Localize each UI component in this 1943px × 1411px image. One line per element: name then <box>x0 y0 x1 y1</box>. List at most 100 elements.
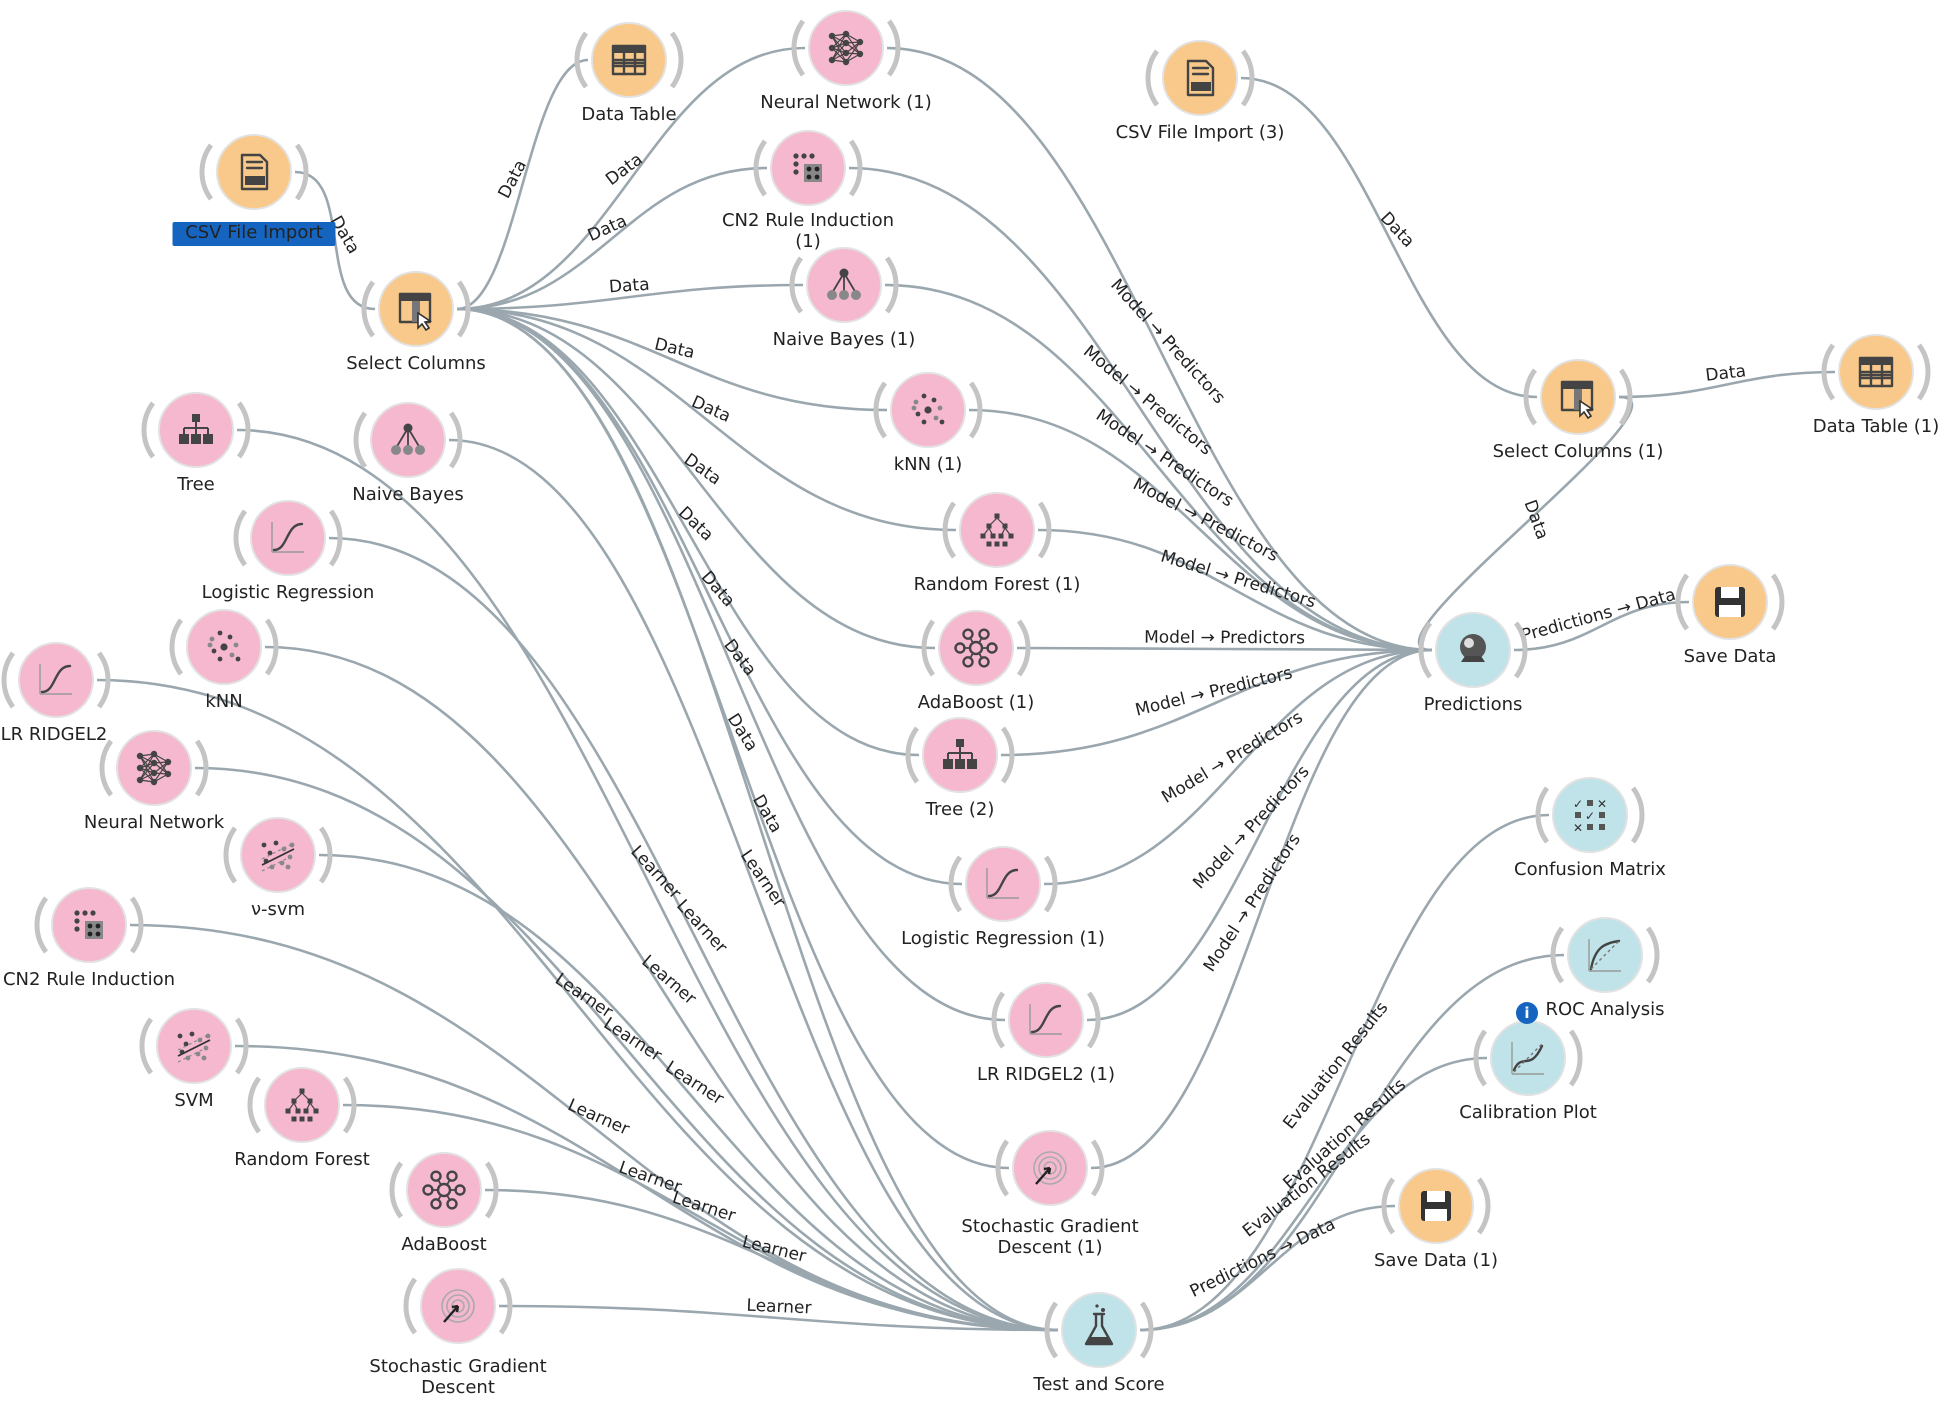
edge-sel1-ada1[interactable] <box>456 307 936 650</box>
output-connector[interactable] <box>448 411 463 469</box>
edge-vsvm-ts[interactable] <box>318 853 1059 1332</box>
edge-ts-cal[interactable] <box>1139 1056 1488 1332</box>
output-connector[interactable] <box>342 1076 357 1134</box>
widget-circle[interactable] <box>1162 40 1238 116</box>
widget-circle[interactable] <box>156 1008 232 1084</box>
edge-rf1-pred[interactable] <box>1037 528 1433 652</box>
edge-lr1-pred[interactable] <box>1043 648 1433 886</box>
input-connector[interactable] <box>389 1161 404 1219</box>
output-connector[interactable] <box>264 618 279 676</box>
output-connector[interactable] <box>1000 726 1015 784</box>
widget-lr[interactable]: Logistic Regression <box>202 500 375 603</box>
input-connector[interactable] <box>1473 1029 1488 1087</box>
input-connector[interactable] <box>223 826 238 884</box>
output-connector[interactable] <box>294 143 309 201</box>
output-connector[interactable] <box>1037 501 1052 559</box>
output-connector[interactable] <box>328 509 343 567</box>
edge-ts-cm[interactable] <box>1139 813 1550 1332</box>
output-connector[interactable] <box>234 1017 249 1075</box>
widget-save2[interactable]: Save Data (1) <box>1374 1168 1498 1271</box>
input-connector[interactable] <box>1381 1177 1396 1235</box>
output-connector[interactable] <box>669 31 684 89</box>
edge-sel1-nb1[interactable] <box>456 283 804 311</box>
widget-circle[interactable] <box>216 134 292 210</box>
output-connector[interactable] <box>484 1161 499 1219</box>
widget-tree[interactable]: Tree <box>141 392 251 495</box>
edge-sgd-ts[interactable] <box>498 1304 1059 1332</box>
widget-nb1[interactable]: Naive Bayes (1) <box>773 247 916 350</box>
widget-rf1[interactable]: Random Forest (1) <box>914 492 1081 595</box>
output-connector[interactable] <box>1916 343 1931 401</box>
edge-sgd1-pred[interactable] <box>1090 648 1433 1170</box>
input-connector[interactable] <box>169 618 184 676</box>
widget-nn[interactable]: Neural Network <box>84 730 225 833</box>
edge-knn-ts[interactable] <box>264 645 1059 1332</box>
output-connector[interactable] <box>1016 619 1031 677</box>
widget-circle[interactable] <box>264 1067 340 1143</box>
input-connector[interactable] <box>905 726 920 784</box>
widget-vsvm[interactable]: ν-svm <box>223 817 333 920</box>
output-connector[interactable] <box>96 651 111 709</box>
output-connector[interactable] <box>1476 1177 1491 1235</box>
widget-csv1[interactable]: CSV File Import <box>172 134 336 246</box>
edge-tree-ts[interactable] <box>236 428 1059 1332</box>
widget-circle[interactable] <box>240 817 316 893</box>
edge-ada1-pred[interactable] <box>1016 646 1433 652</box>
widget-ada[interactable]: AdaBoost <box>389 1152 499 1255</box>
widget-dt2[interactable]: Data Table (1) <box>1813 334 1939 437</box>
edge-nb1-pred[interactable] <box>884 283 1433 652</box>
widget-knn1[interactable]: kNN (1) <box>873 372 983 475</box>
output-connector[interactable] <box>884 256 899 314</box>
input-connector[interactable] <box>1145 49 1160 107</box>
widget-dt1[interactable]: Data Table <box>574 22 684 125</box>
edge-ts-save2[interactable] <box>1139 1204 1396 1332</box>
input-connector[interactable] <box>141 401 156 459</box>
output-connector[interactable] <box>848 139 863 197</box>
input-connector[interactable] <box>574 31 589 89</box>
edge-ada-ts[interactable] <box>484 1188 1059 1332</box>
edge-sel1-nn1[interactable] <box>456 46 806 311</box>
output-connector[interactable] <box>456 280 471 338</box>
input-connector[interactable] <box>99 739 114 797</box>
input-connector[interactable] <box>1523 368 1538 426</box>
input-connector[interactable] <box>1418 621 1433 679</box>
input-connector[interactable] <box>1044 1301 1059 1359</box>
output-connector[interactable] <box>1630 786 1645 844</box>
output-connector[interactable] <box>1043 855 1058 913</box>
widget-lrr[interactable]: LR RIDGEL2 <box>1 642 111 745</box>
input-connector[interactable] <box>942 501 957 559</box>
widget-circle[interactable] <box>1552 777 1628 853</box>
edge-tree2-pred[interactable] <box>1000 648 1433 757</box>
input-connector[interactable] <box>361 280 376 338</box>
output-connector[interactable] <box>1618 368 1633 426</box>
input-connector[interactable] <box>199 143 214 201</box>
input-connector[interactable] <box>921 619 936 677</box>
output-connector[interactable] <box>129 896 144 954</box>
edge-nn1-pred[interactable] <box>886 46 1433 652</box>
edge-lrr-ts[interactable] <box>96 678 1059 1332</box>
widget-lrr1[interactable]: LR RIDGEL2 (1) <box>977 982 1115 1085</box>
widget-save1[interactable]: Save Data <box>1675 564 1785 667</box>
widget-circle[interactable] <box>808 10 884 86</box>
edge-pred-save1[interactable] <box>1513 600 1690 652</box>
edge-sel1-cn21[interactable] <box>456 166 768 311</box>
edge-knn1-pred[interactable] <box>968 408 1433 652</box>
edge-sel1-tree2[interactable] <box>456 307 920 757</box>
edge-sel1-lrr1[interactable] <box>456 307 1006 1022</box>
output-connector[interactable] <box>886 19 901 77</box>
output-connector[interactable] <box>236 401 251 459</box>
widget-circle[interactable] <box>959 492 1035 568</box>
input-connector[interactable] <box>353 411 368 469</box>
widget-svm[interactable]: SVM <box>139 1008 249 1111</box>
edge-sel2-dt2[interactable] <box>1618 370 1836 399</box>
output-connector[interactable] <box>1090 1139 1105 1197</box>
widget-cn2[interactable]: CN2 Rule Induction <box>3 887 175 990</box>
widget-csv3[interactable]: CSV File Import (3) <box>1116 40 1285 143</box>
input-connector[interactable] <box>403 1277 418 1335</box>
input-connector[interactable] <box>873 381 888 439</box>
output-connector[interactable] <box>1568 1029 1583 1087</box>
widget-circle[interactable] <box>938 610 1014 686</box>
